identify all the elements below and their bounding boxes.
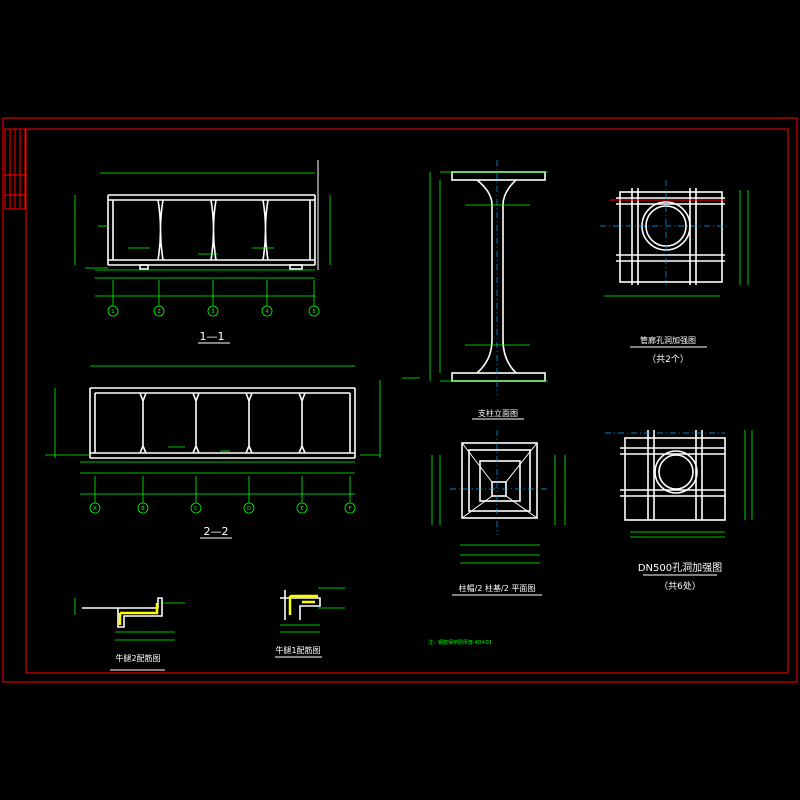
column-elevation-drawing — [402, 160, 548, 395]
cover1-title: 牛腿1配筋图 — [275, 645, 320, 655]
top-right-detail-title: 管廊孔洞加强图 — [640, 335, 696, 345]
section-1-1-drawing — [74, 160, 331, 297]
top-right-detail-drawing — [600, 180, 749, 297]
outer-frame — [2, 117, 798, 683]
axis-label-3: 3 — [211, 309, 214, 315]
top-right-detail-note: （共2个） — [647, 354, 689, 365]
axis-label-5: 5 — [312, 309, 315, 315]
drawing-note: 注：钢筋保护层厚度-40⑨01 — [428, 639, 492, 646]
axis-label-b: B — [141, 506, 145, 512]
axis-label-4: 4 — [265, 309, 268, 315]
cover2-title: 牛腿2配筋图 — [115, 653, 160, 663]
column-plan-drawing — [431, 430, 566, 564]
section-2-2-title: 2—2 — [204, 525, 229, 538]
axis-label-e: E — [300, 506, 303, 512]
inner-frame — [25, 128, 789, 674]
title-strip — [4, 128, 26, 210]
axis-label-1: 1 — [111, 309, 114, 315]
dn500-detail-title: DN500孔洞加强图 — [638, 562, 722, 574]
section-1-1-axes — [107, 280, 320, 317]
section-2-2-axes — [89, 476, 356, 514]
cover1-detail-drawing — [280, 587, 345, 633]
dn500-detail-drawing — [605, 430, 753, 538]
column-elevation-title: 支柱立面图 — [478, 408, 518, 418]
section-1-1-title: 1—1 — [200, 330, 225, 343]
cover2-detail-drawing — [74, 597, 185, 641]
axis-label-c: C — [194, 506, 198, 512]
column-plan-title: 柱帽/2 柱基/2 平面图 — [459, 583, 536, 593]
dn500-detail-note: （共6处） — [659, 580, 701, 592]
section-2-2-drawing — [45, 365, 381, 495]
axis-label-a: A — [93, 506, 97, 512]
axis-label-2: 2 — [157, 309, 160, 315]
axis-label-d: D — [247, 506, 251, 512]
axis-label-f: F — [349, 506, 352, 512]
